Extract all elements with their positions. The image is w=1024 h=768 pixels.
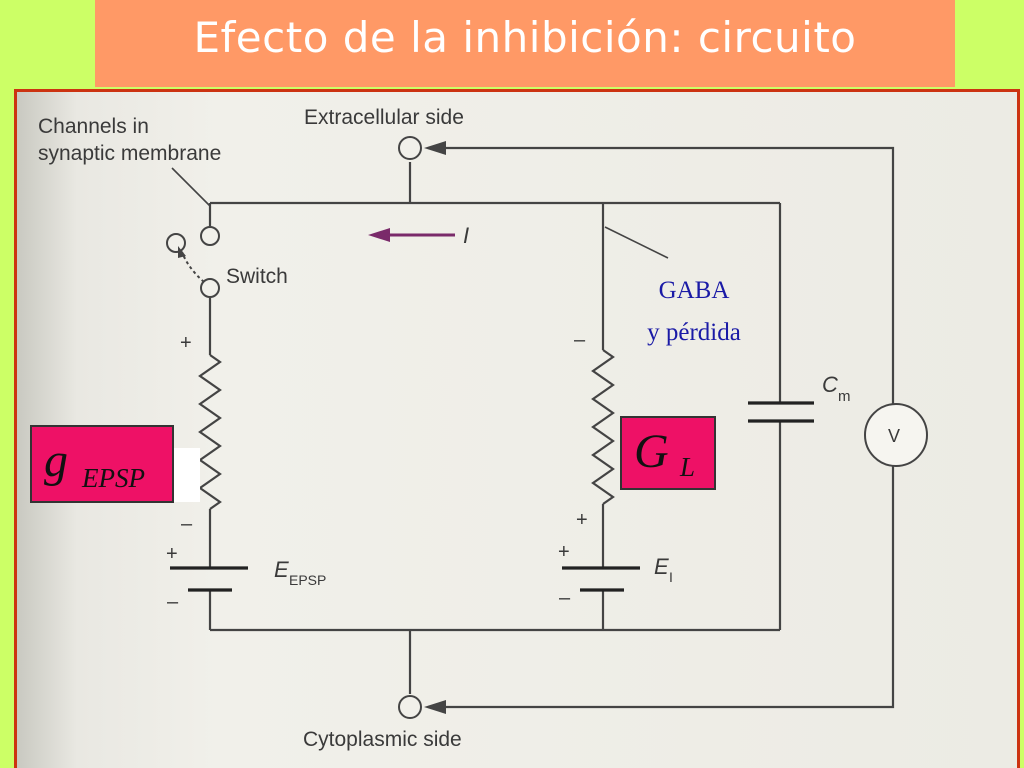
- switch-contact-top: [200, 226, 220, 246]
- e-epsp-subscript: EPSP: [289, 572, 326, 588]
- epsp-battery-minus: –: [167, 591, 179, 613]
- g-epsp-label-box: g EPSP: [30, 425, 174, 503]
- capacitance-label: C: [822, 372, 838, 397]
- label-backing-patch: [174, 448, 200, 502]
- g-l-label-box: G L: [620, 416, 716, 490]
- slide-title: Efecto de la inhibición: circuito: [193, 13, 857, 62]
- cytoplasmic-arrowhead: [424, 700, 446, 714]
- channels-pointer: [171, 167, 211, 207]
- g-l-subscript: L: [680, 452, 696, 482]
- channels-label-line1: Channels in: [38, 115, 149, 138]
- cytoplasmic-terminal: [398, 695, 422, 719]
- extracellular-label: Extracellular side: [304, 106, 464, 129]
- g-epsp-subscript: EPSP: [82, 463, 145, 493]
- epsp-battery-plus: +: [166, 543, 178, 565]
- perdida-label: y pérdida: [647, 319, 741, 346]
- switch-contact-bottom: [200, 278, 220, 298]
- g-l-symbol: G: [634, 425, 669, 478]
- e-i-label: E: [654, 554, 669, 579]
- epsp-resistor-minus: –: [181, 513, 193, 535]
- voltmeter-circle: [864, 403, 928, 467]
- epsp-resistor: [198, 354, 222, 510]
- current-label: I: [463, 223, 469, 248]
- voltmeter-wire-bottom: [428, 466, 895, 709]
- voltmeter-label: V: [888, 426, 900, 446]
- leak-resistor: [591, 349, 615, 505]
- ei-battery-plus: +: [558, 541, 570, 563]
- leak-resistor-plus: +: [576, 509, 588, 531]
- extracellular-terminal: [398, 136, 422, 160]
- epsp-resistor-plus: +: [180, 332, 192, 354]
- extracellular-arrowhead: [424, 141, 446, 155]
- capacitance-subscript: m: [838, 388, 851, 405]
- channels-label-line2: synaptic membrane: [38, 142, 221, 165]
- current-arrowhead: [368, 228, 390, 242]
- gaba-label: GABA: [659, 277, 730, 304]
- cytoplasmic-label: Cytoplasmic side: [303, 728, 462, 751]
- switch-label: Switch: [226, 265, 288, 288]
- g-epsp-symbol: g: [44, 434, 68, 487]
- title-bar: Efecto de la inhibición: circuito: [95, 0, 955, 87]
- gaba-pointer: [604, 226, 669, 259]
- ei-battery-minus: –: [559, 587, 571, 609]
- switch-arrowhead: [178, 246, 186, 258]
- e-epsp-label: E: [274, 557, 289, 582]
- e-i-subscript: I: [669, 569, 673, 585]
- voltmeter-wire-top: [428, 146, 895, 406]
- leak-resistor-minus: –: [574, 329, 586, 351]
- switch-contact-open: [166, 233, 186, 253]
- switch-arrow: [181, 251, 205, 283]
